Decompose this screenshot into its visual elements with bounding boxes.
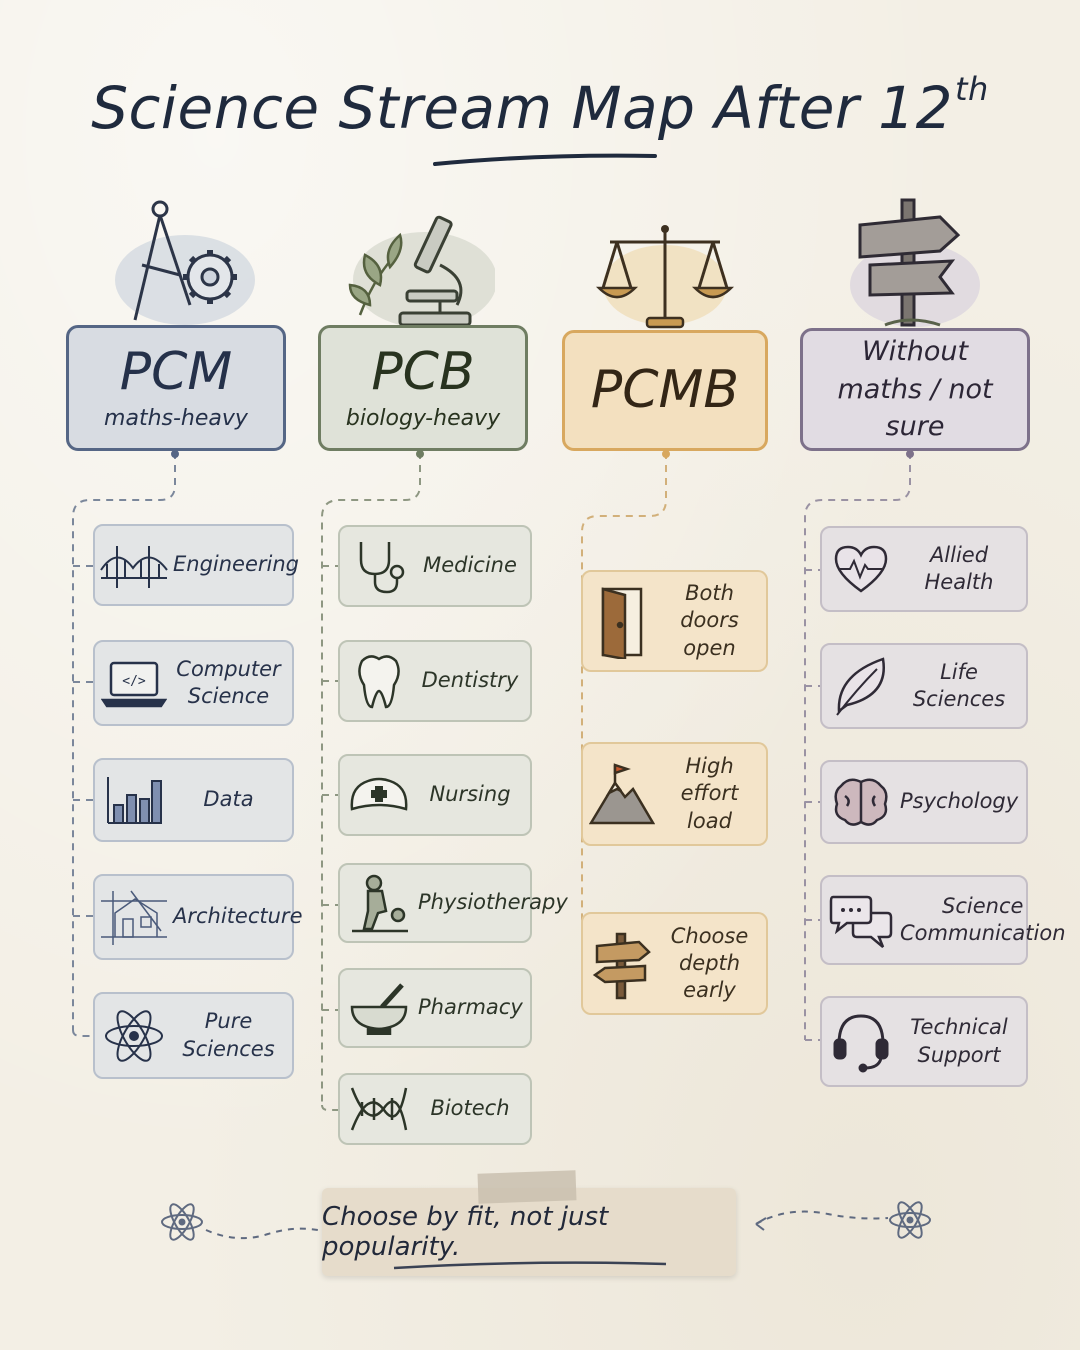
compass-gear-icon — [115, 200, 255, 325]
card-pure-sciences[interactable]: Pure Sciences — [93, 992, 294, 1079]
bridge-icon — [95, 540, 173, 590]
microscope-leaf-icon — [348, 215, 495, 328]
card-pharmacy[interactable]: Pharmacy — [338, 968, 532, 1048]
nurse-cap-icon — [340, 773, 418, 817]
mortar-pestle-icon — [340, 981, 418, 1035]
card-data[interactable]: Data — [93, 758, 294, 842]
signpost-top-icon — [850, 198, 980, 327]
card-life-sciences[interactable]: Life Sciences — [820, 643, 1028, 729]
stream-pcm-subtitle: maths-heavy — [104, 405, 248, 431]
card-label: Allied Health — [924, 542, 994, 594]
card-label: Technical Support — [910, 1015, 1008, 1067]
card-science-communication[interactable]: Science Communication — [820, 875, 1066, 965]
card-architecture[interactable]: Architecture — [93, 874, 303, 960]
card-dentistry[interactable]: Dentistry — [338, 640, 532, 722]
footer-left-atom — [161, 1203, 319, 1241]
stream-pcmb[interactable]: PCMB — [562, 330, 768, 451]
card-psychology[interactable]: Psychology — [820, 760, 1028, 844]
headset-icon — [822, 1010, 900, 1074]
card-label: Computer Science — [176, 656, 281, 708]
pcm-connectors — [72, 452, 176, 1037]
footer-text: Choose by fit, not just popularity. — [322, 1202, 609, 1262]
tape-strip — [477, 1170, 577, 1204]
card-label: Medicine — [423, 553, 517, 578]
card-engineering[interactable]: Engineering — [93, 524, 299, 606]
card-medicine[interactable]: Medicine — [338, 525, 532, 607]
bar-chart-icon — [95, 773, 173, 827]
card-label: Choose depth early — [670, 923, 749, 1003]
stethoscope-icon — [340, 536, 418, 596]
card-technical-support[interactable]: Technical Support — [820, 996, 1028, 1087]
stream-pcb-name: PCB — [371, 342, 475, 403]
card-label: Pharmacy — [418, 995, 523, 1020]
svg-text:</>: </> — [122, 674, 146, 689]
title-underline — [433, 153, 657, 166]
card-label: Pure Sciences — [182, 1009, 275, 1061]
card-allied-health[interactable]: Allied Health — [820, 526, 1028, 612]
atom-icon — [95, 1006, 173, 1066]
heart-pulse-icon — [822, 543, 900, 595]
without-maths-connectors — [804, 452, 911, 1041]
tooth-icon — [340, 651, 418, 711]
chat-bubbles-icon — [822, 891, 900, 949]
card-label: Data — [203, 787, 254, 812]
card-choose-depth-early[interactable]: Choose depth early — [581, 912, 768, 1015]
laptop-code-icon: </> — [95, 658, 173, 708]
card-label: Architecture — [173, 904, 303, 929]
footer-underline — [393, 1261, 667, 1270]
brain-icon — [822, 774, 900, 830]
card-label: Science Communication — [900, 893, 1066, 945]
card-label: Both doors open — [680, 581, 739, 660]
stream-pcb[interactable]: PCB biology-heavy — [318, 325, 528, 451]
stream-pcmb-name: PCMB — [590, 360, 740, 421]
dna-icon — [340, 1084, 418, 1134]
stream-pcb-subtitle: biology-heavy — [345, 405, 501, 431]
card-label: Nursing — [429, 782, 511, 807]
card-label: Life Sciences — [912, 659, 1006, 711]
card-nursing[interactable]: Nursing — [338, 754, 532, 836]
page-title: Science Stream Map After 12th — [91, 70, 989, 142]
card-label: High effort load — [680, 754, 739, 833]
pcb-connectors — [321, 452, 421, 1111]
card-high-effort-load[interactable]: High effort load — [581, 742, 768, 846]
mountain-flag-icon — [583, 761, 661, 827]
balance-scale-icon — [595, 225, 735, 329]
stream-pcm-name: PCM — [119, 342, 233, 403]
stream-without-maths-name: Without maths / not sure — [837, 335, 993, 443]
blueprint-icon — [95, 887, 173, 947]
card-computer-science[interactable]: </> Computer Science — [93, 640, 294, 726]
door-icon — [583, 583, 661, 659]
card-label: Dentistry — [421, 668, 519, 693]
card-label: Physiotherapy — [418, 890, 568, 915]
footer-right-atom — [755, 1201, 931, 1239]
card-label: Engineering — [173, 552, 299, 577]
signpost-icon — [583, 928, 661, 1000]
pcmb-connectors — [581, 452, 667, 960]
footer-note: Choose by fit, not just popularity. — [322, 1188, 736, 1276]
card-label: Psychology — [900, 789, 1019, 814]
card-label: Biotech — [430, 1096, 510, 1121]
leaf-icon — [822, 655, 900, 717]
card-both-doors-open[interactable]: Both doors open — [581, 570, 768, 672]
stream-without-maths[interactable]: Without maths / not sure — [800, 328, 1030, 451]
physio-icon — [340, 873, 418, 933]
card-biotech[interactable]: Biotech — [338, 1073, 532, 1145]
stream-pcm[interactable]: PCM maths-heavy — [66, 325, 286, 451]
card-physiotherapy[interactable]: Physiotherapy — [338, 863, 568, 943]
